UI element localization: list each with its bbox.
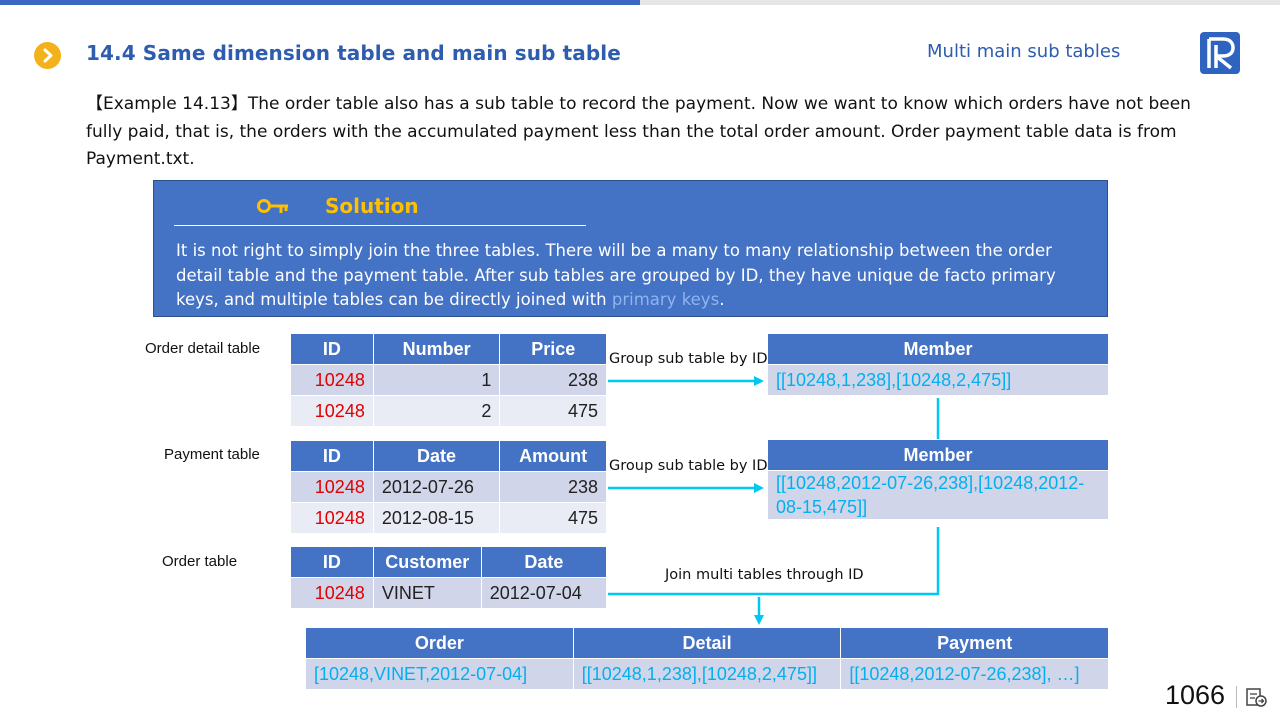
order-label: Order table xyxy=(162,553,238,570)
column-header: Payment xyxy=(840,627,1109,659)
column-header: Detail xyxy=(572,627,842,659)
arrow-join xyxy=(754,597,764,625)
id-cell: 10248 xyxy=(290,577,374,609)
table-row: 10248 2 475 xyxy=(290,395,607,427)
date-cell: 2012-07-04 xyxy=(480,577,608,609)
table-header-row: Member xyxy=(767,439,1109,471)
arrow-group-payment xyxy=(608,483,764,493)
solution-box: Solution It is not right to simply join … xyxy=(153,180,1108,317)
column-header: ID xyxy=(290,546,374,578)
join-label: Join multi tables through ID xyxy=(665,567,864,583)
table-row: 10248 2012-08-15 475 xyxy=(290,502,607,534)
amount-cell: 238 xyxy=(499,471,607,503)
date-cell: 2012-08-15 xyxy=(372,502,501,534)
column-header: ID xyxy=(290,440,374,472)
column-header: Member xyxy=(767,439,1109,471)
id-cell: 10248 xyxy=(290,471,374,503)
payment-cell: [[10248,2012-07-26,238], …] xyxy=(840,658,1109,690)
section-tag: Multi main sub tables xyxy=(927,41,1121,62)
page-title: 14.4 Same dimension table and main sub t… xyxy=(86,41,621,65)
order-table: ID Customer Date 10248 VINET 2012-07-04 xyxy=(290,546,608,609)
key-icon xyxy=(257,199,288,213)
page-number: 1066 xyxy=(1165,680,1226,710)
table-row: [[10248,1,238],[10248,2,475]] xyxy=(767,364,1109,396)
payment-label: Payment table xyxy=(164,446,260,463)
top-progress-bar xyxy=(0,0,640,5)
top-progress-track xyxy=(640,0,1280,5)
amount-cell: 475 xyxy=(499,502,607,534)
grouped-payment-table: Member [[10248,2012-07-26,238],[10248,20… xyxy=(767,439,1109,520)
customer-cell: VINET xyxy=(372,577,482,609)
table-row: [10248,VINET,2012-07-04] [[10248,1,238],… xyxy=(305,658,1109,690)
solution-divider xyxy=(174,225,586,226)
id-cell: 10248 xyxy=(290,502,374,534)
column-header: Number xyxy=(372,333,501,365)
number-cell: 2 xyxy=(372,395,501,427)
table-row: 10248 1 238 xyxy=(290,364,607,396)
solution-highlight: primary keys xyxy=(611,290,720,309)
number-cell: 1 xyxy=(372,364,501,396)
grouped-detail-table: Member [[10248,1,238],[10248,2,475]] xyxy=(767,333,1109,396)
table-row: 10248 VINET 2012-07-04 xyxy=(290,577,608,609)
column-header: Date xyxy=(480,546,608,578)
column-header: Price xyxy=(499,333,607,365)
payment-table: ID Date Amount 10248 2012-07-26 238 1024… xyxy=(290,440,607,534)
solution-title: Solution xyxy=(325,194,419,218)
intro-text: 【Example 14.13】The order table also has … xyxy=(86,94,1191,169)
table-header-row: ID Date Amount xyxy=(290,440,607,472)
solution-body: It is not right to simply join the three… xyxy=(176,241,1056,309)
table-row: 10248 2012-07-26 238 xyxy=(290,471,607,503)
notes-icon[interactable] xyxy=(1246,688,1268,708)
logo-icon xyxy=(1200,32,1240,74)
order-cell: [10248,VINET,2012-07-04] xyxy=(305,658,574,690)
member-cell: [[10248,1,238],[10248,2,475]] xyxy=(767,364,1109,396)
solution-text: It is not right to simply join the three… xyxy=(176,239,1096,313)
detail-cell: [[10248,1,238],[10248,2,475]] xyxy=(572,658,842,690)
price-cell: 475 xyxy=(499,395,607,427)
date-cell: 2012-07-26 xyxy=(372,471,501,503)
result-table: Order Detail Payment [10248,VINET,2012-0… xyxy=(305,627,1109,690)
table-row: [[10248,2012-07-26,238],[10248,2012-08-1… xyxy=(767,470,1109,520)
connector-member-link xyxy=(608,398,940,596)
group-payment-label: Group sub table by ID xyxy=(609,458,768,474)
chevron-right-icon xyxy=(34,42,61,69)
footer-divider xyxy=(1236,686,1237,708)
id-cell: 10248 xyxy=(290,364,374,396)
column-header: Amount xyxy=(499,440,607,472)
order-detail-table: ID Number Price 10248 1 238 10248 2 475 xyxy=(290,333,607,427)
table-header-row: Order Detail Payment xyxy=(305,627,1109,659)
group-detail-label: Group sub table by ID xyxy=(609,351,768,367)
id-cell: 10248 xyxy=(290,395,374,427)
price-cell: 238 xyxy=(499,364,607,396)
column-header: ID xyxy=(290,333,374,365)
solution-end: . xyxy=(719,290,725,309)
arrow-group-detail xyxy=(608,376,764,386)
member-cell: [[10248,2012-07-26,238],[10248,2012-08-1… xyxy=(767,470,1109,520)
order-detail-label: Order detail table xyxy=(145,340,261,357)
table-header-row: ID Number Price xyxy=(290,333,607,365)
